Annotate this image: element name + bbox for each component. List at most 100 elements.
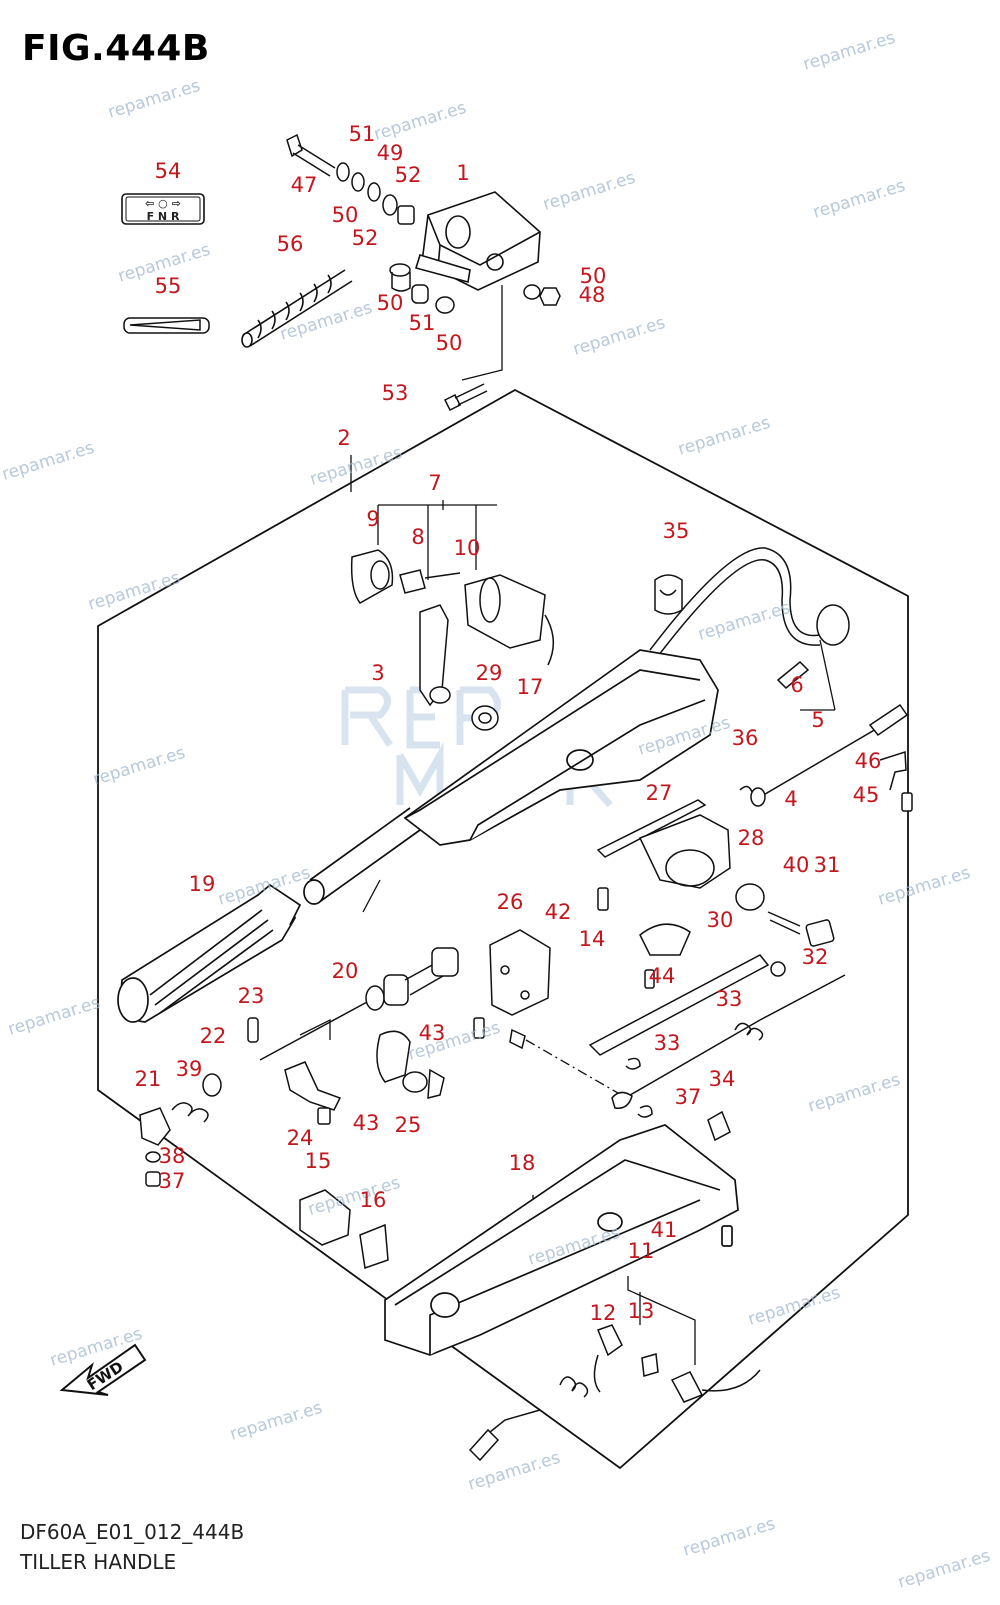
callout-14: 14 xyxy=(579,927,606,951)
callout-27: 27 xyxy=(646,781,673,805)
callout-50: 50 xyxy=(377,291,404,315)
callout-24: 24 xyxy=(287,1126,314,1150)
watermark-text: repamar.es xyxy=(801,28,898,75)
grip-spring xyxy=(241,269,353,348)
callout-34: 34 xyxy=(709,1067,736,1091)
figure-name: TILLER HANDLE xyxy=(20,1550,177,1574)
bolt-54 xyxy=(443,383,488,412)
watermark-text: repamar.es xyxy=(0,438,97,485)
shift-link-parts xyxy=(588,923,786,1056)
shift-label-plate: ⇦ ○ ⇨ F N R xyxy=(121,193,205,225)
connector-parts xyxy=(299,1189,389,1270)
callout-9: 9 xyxy=(366,507,379,531)
watermark-text: repamar.es xyxy=(228,1398,325,1445)
watermark-text: repamar.es xyxy=(278,298,375,345)
callout-23: 23 xyxy=(238,984,265,1008)
callout-52: 52 xyxy=(395,163,422,187)
neutral-switch-assembly xyxy=(596,799,835,947)
callout-55: 55 xyxy=(155,274,182,298)
watermark-text: repamar.es xyxy=(6,993,103,1040)
callout-29: 29 xyxy=(476,661,503,685)
bracket-bushings xyxy=(389,263,561,314)
callout-46: 46 xyxy=(855,749,882,773)
watermark-text: repamar.es xyxy=(681,1514,778,1561)
watermark-text: repamar.es xyxy=(696,598,793,645)
callout-53: 53 xyxy=(382,381,409,405)
tiller-handle-body xyxy=(303,649,719,905)
watermark-text: repamar.es xyxy=(306,1173,403,1220)
callout-20: 20 xyxy=(332,959,359,983)
throttle-friction-parts xyxy=(139,1017,259,1187)
stop-lever xyxy=(419,604,451,707)
callout-30: 30 xyxy=(707,908,734,932)
callout-40: 40 xyxy=(783,853,810,877)
watermark-text: repamar.es xyxy=(308,443,405,490)
callout-41: 41 xyxy=(651,1218,678,1242)
callout-1: 1 xyxy=(456,161,469,185)
callout-13: 13 xyxy=(628,1299,655,1323)
callout-43: 43 xyxy=(353,1111,380,1135)
callout-33: 33 xyxy=(716,987,743,1011)
fwd-text: FWD xyxy=(84,1358,127,1394)
cable-harness xyxy=(649,547,850,690)
tiller-frame xyxy=(384,1124,739,1356)
callout-39: 39 xyxy=(176,1057,203,1081)
callout-36: 36 xyxy=(732,726,759,750)
callout-4: 4 xyxy=(784,787,797,811)
watermark-text: repamar.es xyxy=(106,76,203,123)
callout-6: 6 xyxy=(790,673,803,697)
leader-lines xyxy=(299,285,836,1365)
shift-arrows: ⇦ ○ ⇨ xyxy=(145,197,181,210)
callout-44: 44 xyxy=(649,964,676,988)
watermark-text: repamar.es xyxy=(541,168,638,215)
callout-33: 33 xyxy=(654,1031,681,1055)
callout-3: 3 xyxy=(371,661,384,685)
callout-52: 52 xyxy=(352,226,379,250)
callout-22: 22 xyxy=(200,1024,227,1048)
watermark-text: repamar.es xyxy=(896,1546,993,1593)
watermark-text: repamar.es xyxy=(806,1070,903,1117)
callout-11: 11 xyxy=(628,1239,655,1263)
grommet-36 xyxy=(654,574,683,615)
callout-50: 50 xyxy=(332,203,359,227)
callout-5: 5 xyxy=(811,708,824,732)
grommet-29 xyxy=(471,705,499,731)
watermark-text: repamar.es xyxy=(86,568,183,615)
callout-51: 51 xyxy=(349,122,376,146)
ignition-switch-parts xyxy=(350,549,554,666)
throttle-grip xyxy=(117,883,302,1023)
callout-21: 21 xyxy=(135,1067,162,1091)
throttle-cable xyxy=(739,703,913,812)
watermark-text: repamar.es xyxy=(571,313,668,360)
callout-25: 25 xyxy=(395,1113,422,1137)
figure-code: DF60A_E01_012_444B xyxy=(20,1520,245,1544)
throttle-shaft xyxy=(259,947,459,1061)
callout-26: 26 xyxy=(497,890,524,914)
callout-50: 50 xyxy=(580,264,607,288)
callout-17: 17 xyxy=(517,675,544,699)
shift-cable xyxy=(611,974,846,1142)
callout-47: 47 xyxy=(291,173,318,197)
callout-28: 28 xyxy=(738,826,765,850)
callout-38: 38 xyxy=(159,1144,186,1168)
mounting-plate xyxy=(473,887,609,1050)
watermark-text: repamar.es xyxy=(676,413,773,460)
callout-37: 37 xyxy=(159,1169,186,1193)
callout-12: 12 xyxy=(590,1301,617,1325)
callout-56: 56 xyxy=(277,232,304,256)
shift-letters: F N R xyxy=(147,210,180,223)
callout-7: 7 xyxy=(428,471,441,495)
callout-31: 31 xyxy=(814,853,841,877)
watermark-text: repamar.es xyxy=(91,743,188,790)
callout-35: 35 xyxy=(663,519,690,543)
assembly-boundary xyxy=(97,388,909,1470)
callout-51: 51 xyxy=(409,311,436,335)
callout-32: 32 xyxy=(802,945,829,969)
callout-49: 49 xyxy=(377,141,404,165)
callout-48: 48 xyxy=(579,283,606,307)
watermark-text: repamar.es xyxy=(876,863,973,910)
tiller-bracket xyxy=(414,191,541,291)
